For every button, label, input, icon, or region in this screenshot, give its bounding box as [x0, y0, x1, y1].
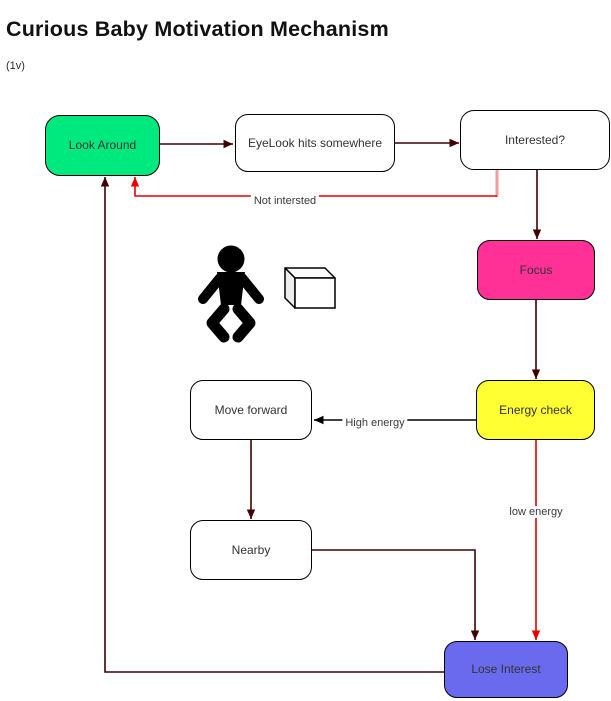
node-nearby[interactable]: Nearby: [190, 520, 312, 580]
node-interested[interactable]: Interested?: [460, 110, 610, 170]
arrowhead-focus-to-energy-check: [531, 369, 541, 379]
edge-lose-interest-to-look-around: [104, 177, 444, 673]
arrowhead-lose-interest-to-look-around: [100, 177, 110, 187]
arrowhead-look-around-to-eyelook: [223, 139, 233, 149]
page-title: Curious Baby Motivation Mechanism: [6, 17, 389, 41]
edge-nearby-to-lose-interest: [312, 549, 476, 640]
node-focus[interactable]: Focus: [477, 240, 595, 300]
arrowhead-nearby-to-lose-interest: [470, 630, 480, 640]
node-energy-check[interactable]: Energy check: [476, 380, 595, 440]
edge-not-interested-to-look-around: [134, 177, 497, 197]
arrowhead-low-energy-to-lose-interest: [531, 630, 541, 640]
edge-label-low-energy-to-lose-interest: low energy: [506, 506, 566, 518]
node-eyelook-hits-somewhere[interactable]: EyeLook hits somewhere: [235, 114, 395, 172]
edge-label-energy-to-move-forward: High energy: [342, 417, 408, 429]
node-look-around[interactable]: Look Around: [45, 115, 160, 176]
arrowhead-energy-to-move-forward: [314, 415, 324, 425]
cube-icon: [283, 266, 337, 310]
version-label: (1v): [6, 60, 25, 72]
edge-label-not-interested-to-look-around: Not intersted: [250, 195, 320, 207]
arrowhead-move-forward-to-nearby: [246, 509, 256, 519]
arrowhead-interested-to-focus: [532, 229, 542, 239]
node-move-forward[interactable]: Move forward: [190, 380, 312, 440]
node-lose-interest[interactable]: Lose Interest: [444, 641, 568, 698]
baby-icon: [196, 245, 266, 345]
arrowhead-not-interested-to-look-around: [130, 177, 140, 187]
arrowhead-eyelook-to-interested: [449, 138, 459, 148]
